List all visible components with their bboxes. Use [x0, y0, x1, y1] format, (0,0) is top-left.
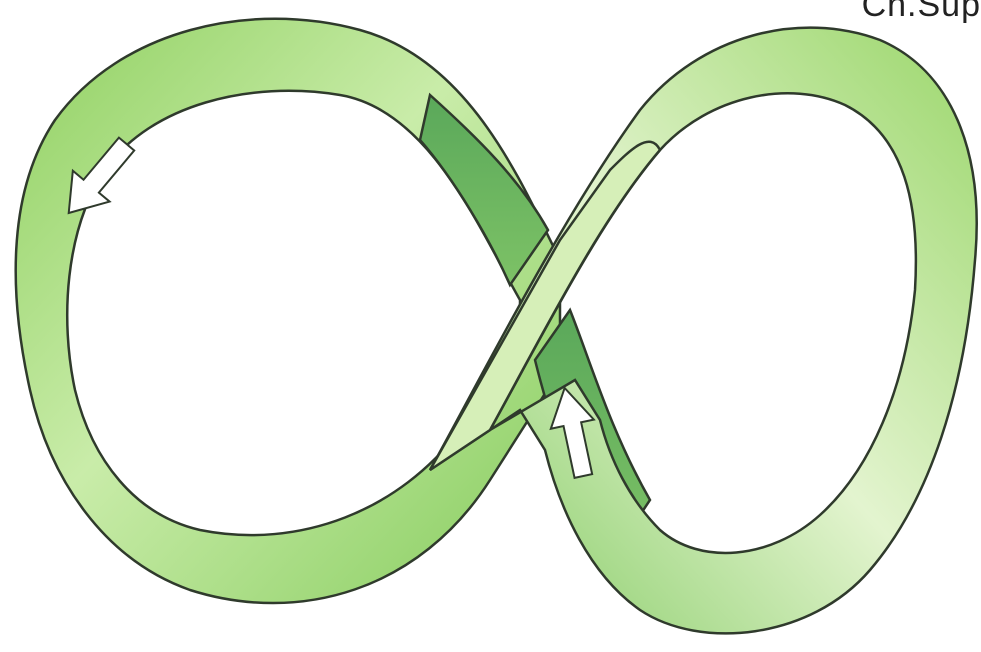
left-loop-band	[16, 19, 560, 603]
corner-text: Ch.Sup	[862, 0, 981, 25]
